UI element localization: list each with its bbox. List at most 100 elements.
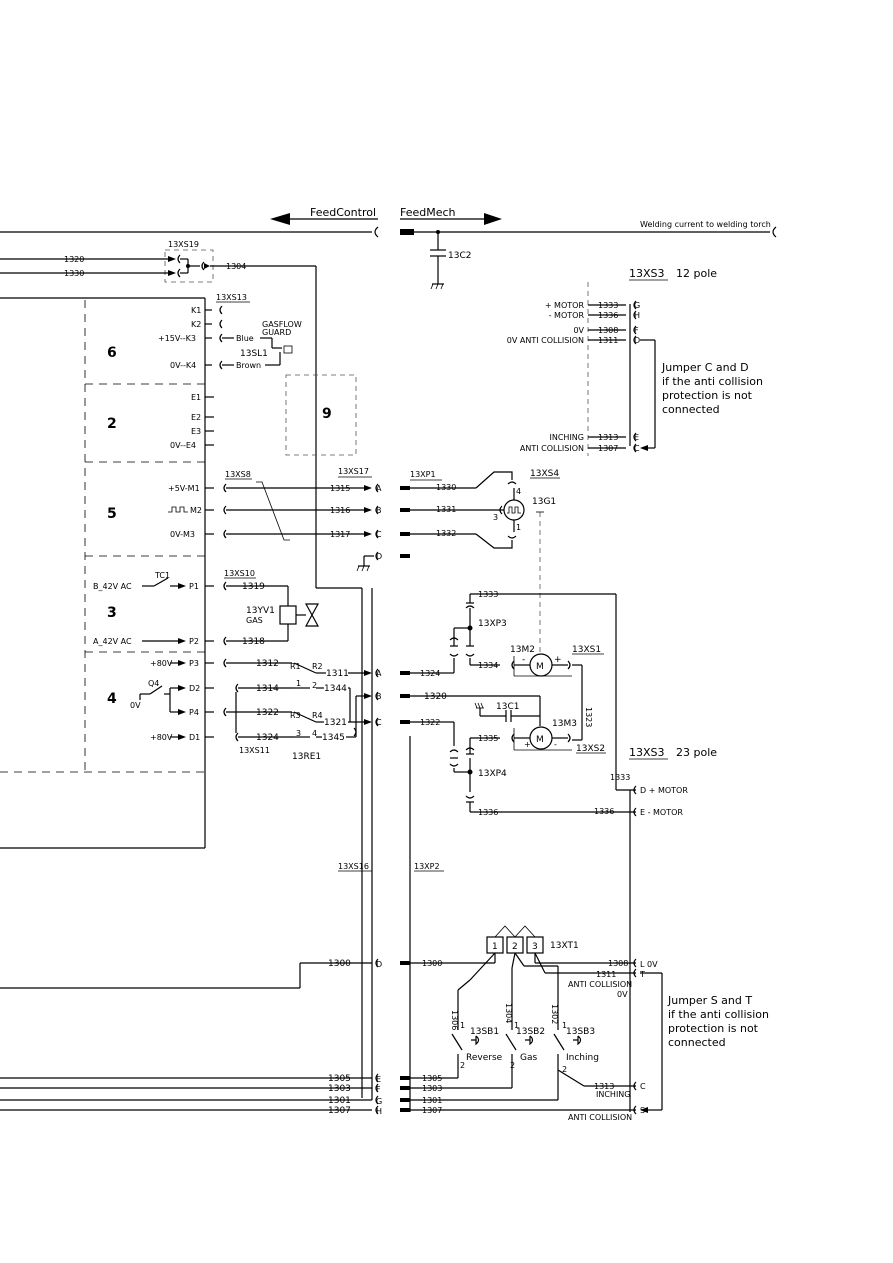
bottom-plug [400, 1086, 410, 1090]
bottom-plug [400, 1108, 410, 1112]
svg-text:1330: 1330 [436, 483, 456, 492]
bottom-right-number: 1305 [422, 1074, 442, 1083]
svg-text:1304: 1304 [504, 1003, 513, 1023]
svg-text:1: 1 [460, 1021, 465, 1030]
svg-text:13XS3: 13XS3 [629, 267, 665, 280]
e-terminals: E1 E2 E3 0V--E4 [170, 393, 214, 450]
svg-text:0V-M3: 0V-M3 [170, 530, 195, 539]
svg-text:2: 2 [562, 1065, 567, 1074]
svg-text:1316: 1316 [330, 506, 350, 515]
bottom-right-number: 1303 [422, 1084, 442, 1093]
svg-text:13YV1: 13YV1 [246, 606, 275, 616]
svg-text:C: C [640, 1082, 646, 1091]
svg-text:1344: 1344 [324, 684, 347, 694]
pin-socket [633, 432, 637, 442]
svg-text:D2: D2 [189, 684, 200, 693]
svg-text:13XS3: 13XS3 [629, 746, 665, 759]
svg-text:1315: 1315 [330, 484, 350, 493]
svg-text:B_42V AC: B_42V AC [93, 582, 132, 591]
svg-text:13SB1: 13SB1 [470, 1027, 499, 1037]
svg-text:1335: 1335 [478, 734, 498, 743]
svg-text:TC1: TC1 [154, 571, 170, 580]
connector-13xs3-23pole: 13XS3 23 pole 1333 1336 D + MOTOR E - MO… [568, 594, 769, 1122]
svg-text:1317: 1317 [330, 530, 350, 539]
bottom-pin-letter: F [376, 1085, 381, 1094]
pin-socket [633, 310, 637, 320]
svg-text:1306: 1306 [450, 1010, 459, 1030]
svg-text:3: 3 [532, 942, 538, 952]
svg-text:C: C [376, 718, 382, 727]
svg-text:13XS4: 13XS4 [530, 469, 559, 479]
svg-text:1311: 1311 [596, 970, 616, 979]
svg-text:P1: P1 [189, 582, 199, 591]
pcb-board: 6 2 5 3 4 9 [0, 297, 357, 849]
svg-text:13G1: 13G1 [532, 497, 556, 507]
pin-letter: H [634, 311, 640, 320]
connector-13xs10: 13XS10 B_42V AC TC1 P1 A_42V AC P2 1319 … [93, 569, 320, 647]
svg-text:13XS13: 13XS13 [216, 293, 247, 302]
svg-text:Jumper S and T: Jumper S and T [667, 994, 752, 1007]
svg-text:Q4: Q4 [148, 679, 159, 688]
svg-text:13XS1: 13XS1 [572, 645, 601, 655]
svg-text:23 pole: 23 pole [676, 746, 717, 759]
svg-text:0V--E4: 0V--E4 [170, 441, 196, 450]
feed-mech-label: FeedMech [400, 206, 456, 219]
capacitor-13c2-label: 13C2 [448, 251, 471, 261]
svg-text:13XS11: 13XS11 [239, 746, 270, 755]
svg-text:1: 1 [296, 679, 301, 688]
svg-text:Reverse: Reverse [466, 1053, 503, 1063]
svg-text:1313: 1313 [594, 1082, 614, 1091]
svg-text:0V--K4: 0V--K4 [170, 361, 196, 370]
bottom-pin-letter: G [376, 1097, 382, 1106]
bottom-socket [375, 1083, 379, 1093]
svg-text:3: 3 [493, 513, 498, 522]
wire-number: 1308 [598, 326, 618, 335]
connector-13xs8: 13XS8 +5V-M1 M2 0V-M3 [168, 470, 372, 541]
svg-text:1336: 1336 [478, 808, 498, 817]
svg-text:13XS10: 13XS10 [224, 569, 255, 578]
header: FeedControl FeedMech Welding current to … [0, 206, 777, 290]
svg-text:GASFLOW: GASFLOW [262, 320, 302, 329]
terminal-13xt1: 1 2 3 13XT1 1308 1311 1306 1304 1302 1 1… [410, 925, 636, 1111]
svg-text:1320: 1320 [64, 255, 84, 264]
svg-text:+80V: +80V [150, 733, 173, 742]
pin-label: + MOTOR [545, 301, 585, 310]
svg-text:1: 1 [562, 1021, 567, 1030]
svg-text:1302: 1302 [550, 1004, 559, 1024]
bottom-socket [375, 1073, 379, 1083]
svg-text:2: 2 [460, 1061, 465, 1070]
pin-socket [633, 443, 637, 453]
svg-text:+: + [524, 740, 531, 749]
svg-text:1304: 1304 [226, 262, 246, 271]
relay-13re1: +80V P3 Q4 0V D2 P4 +80V D1 1312 1 [130, 658, 366, 762]
wire-number: 1313 [598, 433, 618, 442]
svg-text:1324: 1324 [420, 669, 440, 678]
svg-text:1322: 1322 [420, 718, 440, 727]
svg-text:13SB3: 13SB3 [566, 1027, 595, 1037]
svg-text:E1: E1 [191, 393, 201, 402]
svg-text:2: 2 [512, 942, 518, 952]
svg-text:1334: 1334 [478, 661, 498, 670]
bottom-plug [400, 1098, 410, 1102]
svg-text:2: 2 [312, 681, 317, 690]
wire-number: 1307 [598, 444, 618, 453]
svg-text:GAS: GAS [246, 616, 263, 625]
block-2: 2 [107, 416, 117, 432]
svg-text:R4: R4 [312, 711, 323, 720]
svg-text:13XP2: 13XP2 [414, 862, 440, 871]
block-3: 3 [107, 605, 117, 621]
svg-text:13SL1: 13SL1 [240, 349, 268, 359]
svg-text:13XS17: 13XS17 [338, 467, 369, 476]
bottom-plug [400, 1076, 410, 1080]
svg-text:GUARD: GUARD [262, 328, 291, 337]
svg-text:13M3: 13M3 [552, 719, 577, 729]
svg-text:D: D [376, 960, 382, 969]
svg-text:3: 3 [296, 729, 301, 738]
wire-number: 1336 [598, 311, 618, 320]
svg-text:A: A [376, 669, 382, 678]
pin-letter: D [634, 336, 640, 345]
svg-text:R2: R2 [312, 662, 323, 671]
svg-text:13XS19: 13XS19 [168, 240, 199, 249]
svg-text:D: D [376, 552, 382, 561]
